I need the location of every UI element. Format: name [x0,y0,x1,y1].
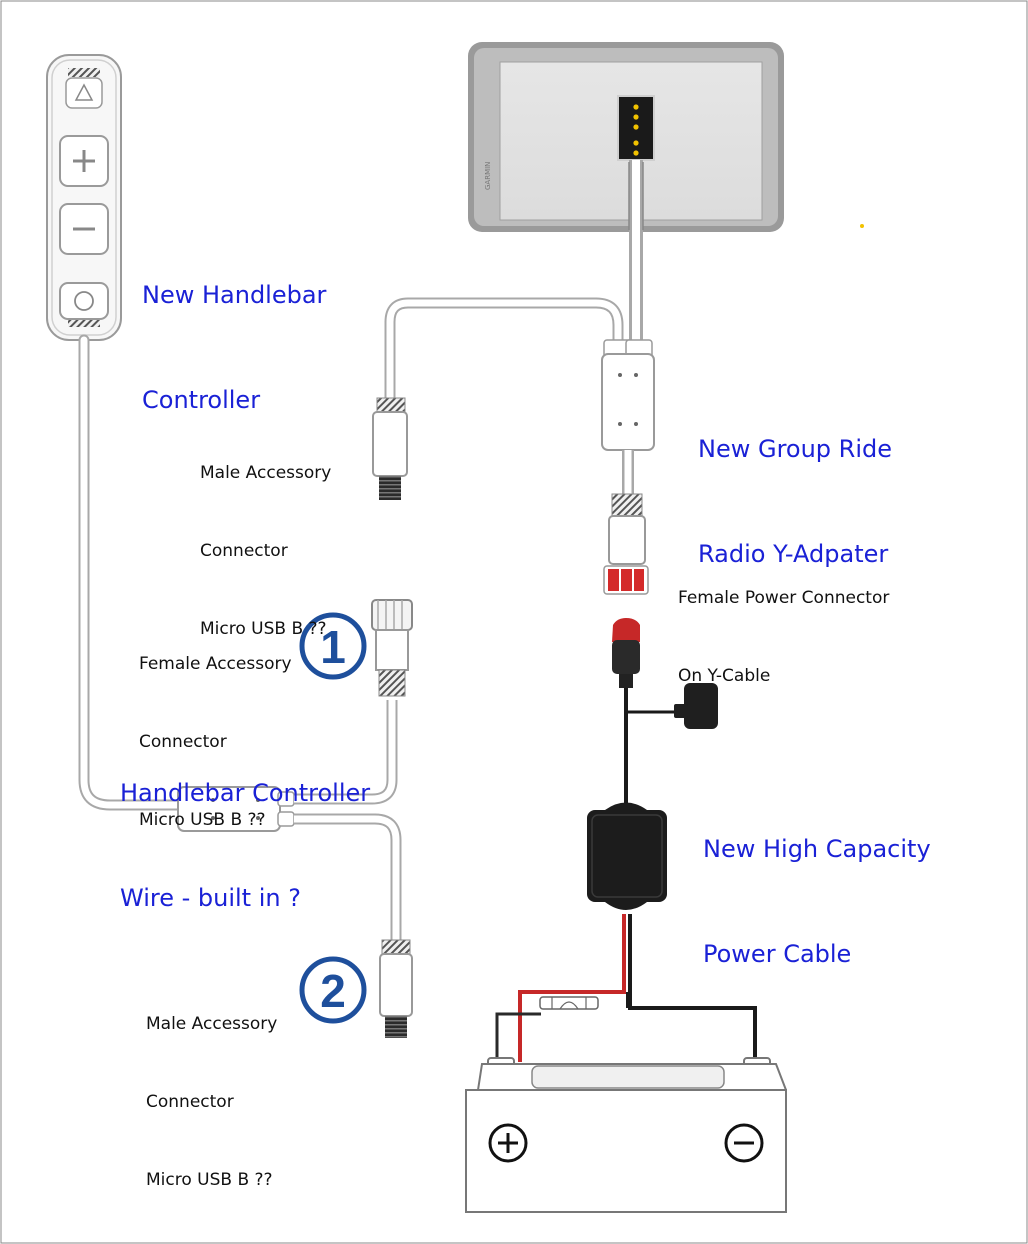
device-brand-text: GARMIN [484,162,492,190]
male-accessory-connector-lower [379,939,413,1038]
minus-button [59,203,109,255]
controller-wire [78,334,196,811]
callout-two-number: 2 [320,965,346,1017]
label-group-ride-adapter: New Group Ride Radio Y-Adpater [698,435,893,568]
female-power-connector [603,493,649,595]
male-power-plug-tip [612,618,640,642]
label-female-power-connector: Female Power Connector On Y-Cable [678,588,890,686]
power-regulator-box [587,810,667,902]
splitter-branch-upper [294,700,398,805]
label-female-accessory: Female Accessory Connector Micro USB B ?… [139,654,292,830]
label-handlebar-controller: New Handlebar Controller [142,281,327,414]
y-adapter-accessory-branch [384,297,624,400]
circle-icon [74,291,94,311]
inline-fuse [539,996,599,1010]
stray-dot [860,224,864,228]
device-cable [628,160,644,345]
negative-wire [628,914,757,1062]
label-high-capacity-cable: New High Capacity Power Cable [703,835,931,968]
grip-texture-bottom [68,318,100,327]
plus-button [59,135,109,187]
gps-device: GARMIN [468,42,784,232]
up-triangle-button [65,77,103,109]
grip-texture-top [68,68,100,77]
callout-one-number: 1 [320,621,346,673]
label-male-accessory-bottom: Male Accessory Connector Micro USB B ?? [146,1014,278,1190]
group-ride-y-adapter [601,339,655,496]
positive-wire [518,914,626,1062]
plus-icon [73,150,95,172]
male-power-plug [612,640,640,674]
high-capacity-power-cable [495,618,757,1062]
female-accessory-connector [371,599,413,697]
battery [465,1057,787,1213]
label-controller-wire: Handlebar Controller Wire - built in ? [120,779,371,912]
splitter-branch-lower [294,813,402,940]
callout-two: 2 [299,956,367,1024]
label-male-accessory-top: Male Accessory Connector Micro USB B ?? [200,463,332,639]
handlebar-controller [46,54,122,341]
up-triangle-icon [74,83,94,101]
dust-cap [684,683,718,729]
callout-one: 1 [299,612,367,680]
male-accessory-connector-upper [372,397,408,500]
controller-splitter [177,786,295,832]
circle-button [59,282,109,320]
